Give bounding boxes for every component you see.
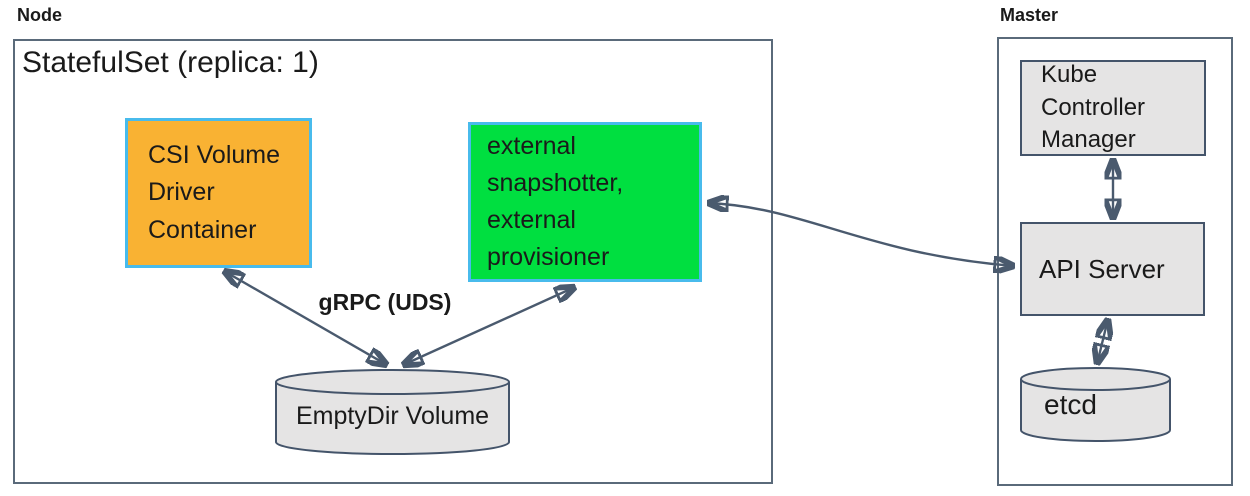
cylinder-icon xyxy=(275,369,510,455)
external-snapshotter-provisioner-box: external snapshotter, external provision… xyxy=(468,122,702,282)
emptydir-volume-label: EmptyDir Volume xyxy=(295,402,490,430)
kube-controller-manager-label: Kube Controller Manager xyxy=(1041,61,1146,154)
statefulset-title: StatefulSet (replica: 1) xyxy=(22,46,319,79)
csi-volume-driver-container-box: CSI Volume Driver Container xyxy=(125,118,312,268)
master-region-label: Master xyxy=(1000,5,1059,25)
etcd-label: etcd xyxy=(1044,389,1097,420)
cylinder-icon xyxy=(1020,367,1171,442)
grpc-uds-label: gRPC (UDS) xyxy=(318,289,452,315)
api-server-label: API Server xyxy=(1039,253,1165,284)
etcd-cylinder: etcd xyxy=(1020,367,1171,442)
api-server-box: API Server xyxy=(1020,222,1205,316)
emptydir-volume-cylinder: EmptyDir Volume xyxy=(275,369,510,455)
node-region-label: Node xyxy=(17,5,62,25)
external-snapshotter-provisioner-label: external snapshotter, external provision… xyxy=(487,132,624,271)
csi-volume-driver-container-label: CSI Volume Driver Container xyxy=(148,140,281,244)
kube-controller-manager-box: Kube Controller Manager xyxy=(1020,60,1206,156)
